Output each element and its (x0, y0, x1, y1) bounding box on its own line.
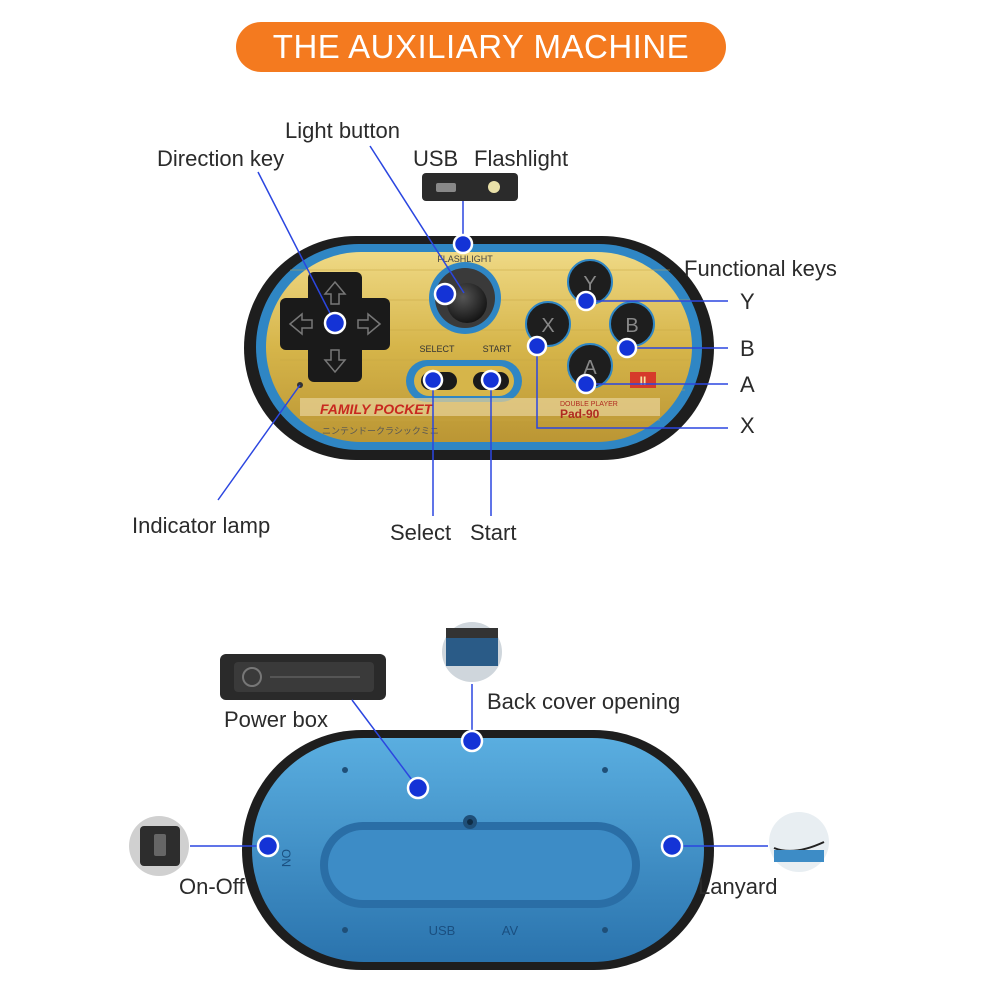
callout-indicator-lamp: Indicator lamp (132, 513, 271, 538)
usb-flashlight-inset (422, 173, 518, 236)
on-off-inset (129, 816, 189, 876)
on-print: ON (279, 849, 293, 867)
back-callout-dots (256, 729, 684, 858)
front-callout-lines (217, 145, 728, 516)
model-print: Pad-90 (560, 407, 600, 421)
callout-usb: USB (413, 146, 459, 171)
lanyard-inset (769, 812, 829, 872)
callout-on-off: On-Off (179, 874, 245, 899)
back-controller (242, 730, 714, 970)
key-x-print: X (541, 315, 554, 337)
callout-a: A (740, 372, 755, 397)
flashlight-print: FLASHLIGHT (437, 254, 493, 264)
callout-flashlight: Flashlight (474, 146, 569, 171)
front-callout-dots (323, 233, 638, 395)
back-cover-inset (442, 622, 502, 682)
power-box-inset (220, 654, 386, 700)
select-print: SELECT (419, 344, 455, 354)
start-print: START (483, 344, 512, 354)
callout-direction-key: Direction key (157, 146, 285, 171)
callout-light-button: Light button (285, 118, 400, 143)
callout-select: Select (390, 520, 452, 545)
callout-start: Start (470, 520, 517, 545)
brand-print: FAMILY POCKET (320, 401, 434, 417)
callout-x: X (740, 413, 755, 438)
key-y-print: Y (583, 273, 596, 295)
callout-b: B (740, 336, 755, 361)
face-buttons (525, 259, 655, 389)
title-banner: THE AUXILIARY MACHINE (236, 22, 726, 72)
callout-y: Y (740, 289, 755, 314)
usb-print: USB (429, 923, 456, 938)
callout-functional-keys: Functional keys (684, 256, 837, 281)
double-player-print: DOUBLE PLAYER (560, 401, 618, 408)
back-callout-lines (190, 684, 768, 847)
callout-lanyard: Lanyard (698, 874, 778, 899)
av-print: AV (502, 923, 519, 938)
light-button-joystick (429, 262, 501, 334)
key-b-print: B (625, 315, 638, 337)
callout-power-box: Power box (224, 707, 328, 732)
numeral-print: II (640, 374, 647, 388)
title-text: THE AUXILIARY MACHINE (272, 28, 690, 65)
key-a-print: A (583, 357, 597, 379)
jp-print: ニンテンドークラシックミニ (322, 426, 439, 436)
callout-back-cover-opening: Back cover opening (487, 689, 681, 714)
